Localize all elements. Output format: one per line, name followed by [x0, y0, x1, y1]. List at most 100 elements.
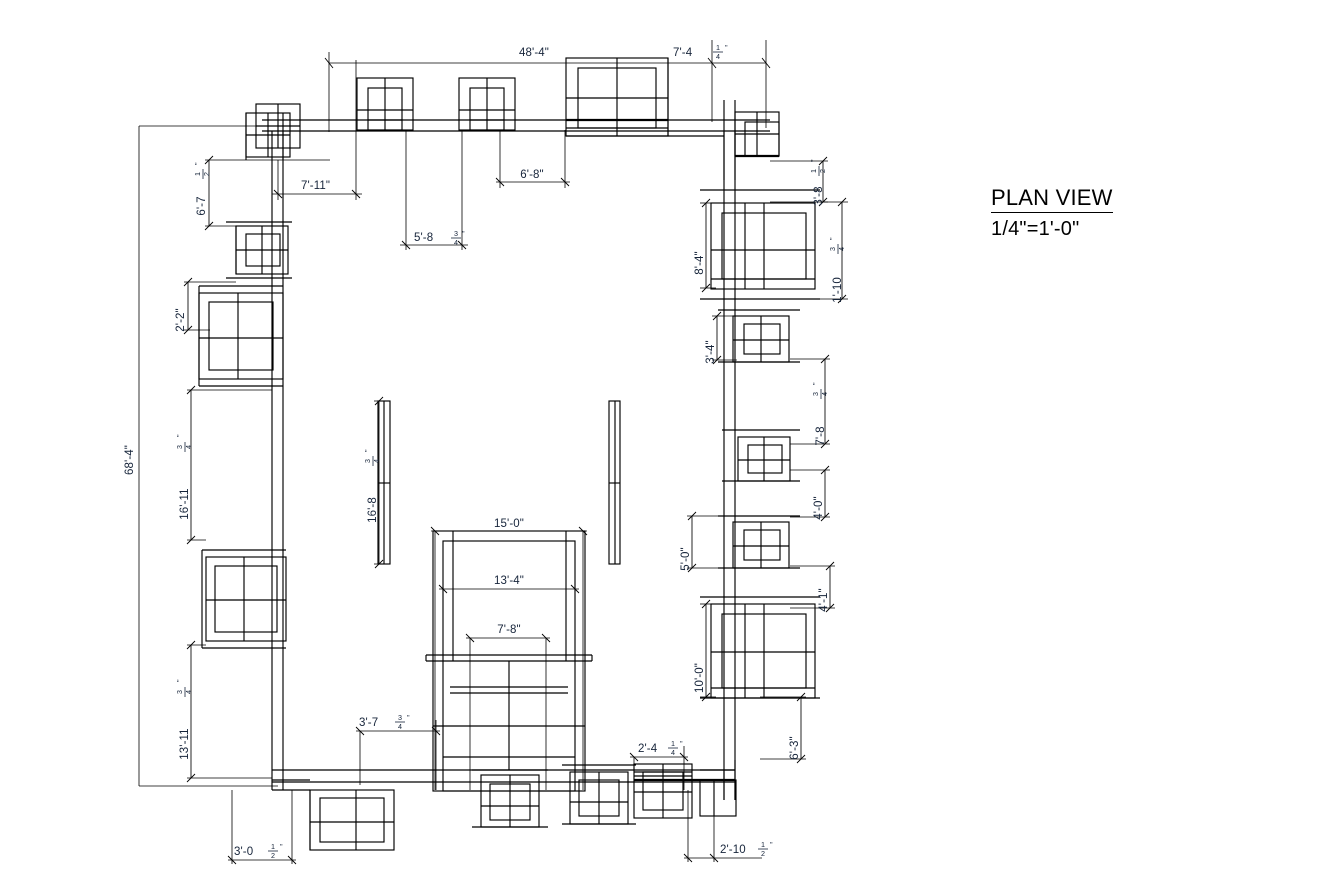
dim-frac-den-int-16-8: 4	[372, 459, 381, 463]
dim-left-2-2: 2'-2"	[175, 277, 236, 335]
right-wall	[723, 131, 736, 800]
dim-frac-num-right-1-10: 3	[828, 247, 837, 251]
plan-view-title: PLAN VIEW	[991, 185, 1113, 213]
bottom-bay-2	[562, 764, 636, 825]
dim-label-bot-2-4: 2'-4	[638, 743, 658, 755]
dim-label-right-4-0: 4'-0"	[813, 496, 825, 519]
dim-frac-den-left-16-11: 4	[184, 445, 193, 449]
dim-frac-num-right-7-8: 3	[811, 392, 820, 396]
interior-wall-right	[608, 400, 621, 565]
dim-label-bot-2-10: 2'-10	[720, 844, 746, 856]
right-bay-window-1	[700, 189, 820, 300]
corner-bottom-right	[699, 760, 737, 817]
dim-inch-mark-int-5-8: "	[462, 229, 465, 238]
dim-inch-mark-left-6-7: "	[193, 162, 202, 165]
dim-frac-num-int-16-8: 3	[363, 459, 372, 463]
dim-label-right-10-0: 10'-0"	[694, 663, 706, 693]
top-window-bay-2	[458, 77, 516, 131]
interior-porch-structure	[425, 530, 593, 792]
dim-right-6-3: 6'-3"	[760, 692, 806, 764]
title-block: PLAN VIEW 1/4"=1'-0"	[991, 185, 1291, 242]
dim-left-6-7: 6'-7 1 2 "	[193, 155, 330, 231]
bottom-bay-1	[472, 769, 548, 828]
dim-frac-den-bot-2-4: 4	[671, 748, 675, 757]
dim-label-right-6-3: 6'-3"	[789, 736, 801, 759]
dim-frac-num-top-7-4: 1	[716, 43, 720, 52]
dim-frac-num-bot-2-4: 1	[671, 739, 675, 748]
dim-label-int-7-8: 7'-8"	[497, 624, 520, 636]
dim-inch-mark-right-3-8: "	[809, 159, 818, 162]
dim-frac-den-left-13-11: 4	[184, 690, 193, 694]
dim-int-6-8: 6'-8"	[495, 130, 570, 188]
interior-notch-top-right	[667, 58, 724, 137]
left-bay-window-3	[201, 549, 287, 649]
dim-frac-num-bot-2-10: 1	[761, 840, 765, 849]
dim-label-right-5-0: 5'-0"	[680, 547, 692, 570]
dim-frac-den-right-3-8: 2	[818, 169, 827, 173]
dim-top-48-4: 48'-4"	[324, 40, 717, 132]
dim-frac-den-right-7-8: 4	[820, 392, 829, 396]
dim-inch-mark-top-7-4: "	[725, 43, 728, 52]
dim-label-bot-3-7: 3'-7	[359, 717, 378, 729]
dim-inch-mark-bot-2-10: "	[770, 840, 773, 849]
dim-label-int-15-0: 15'-0"	[494, 518, 524, 530]
dim-label-left-2-2: 2'-2"	[175, 308, 187, 331]
dim-label-left-overall: 68'-4"	[124, 445, 136, 475]
bottom-bay-3	[633, 763, 693, 819]
dim-label-right-7-8: 7'-8	[815, 426, 827, 445]
right-bay-window-3	[722, 429, 800, 482]
building-outline	[198, 57, 820, 851]
dim-inch-mark-left-16-11: "	[175, 434, 184, 437]
dim-bot-2-4: 2'-4 1 4 "	[629, 739, 689, 790]
dim-label-left-13-11: 13'-11	[179, 728, 191, 759]
plan-view-scale: 1/4"=1'-0"	[991, 218, 1080, 240]
dim-label-right-8-4: 8'-4"	[694, 251, 706, 274]
dim-right-3-4: 3'-4"	[705, 311, 737, 365]
dim-frac-num-left-13-11: 3	[175, 690, 184, 694]
dim-label-left-6-7: 6'-7	[196, 196, 208, 215]
left-bay-window-2	[198, 285, 284, 387]
dim-inch-mark-bot-2-4: "	[680, 739, 683, 748]
dim-frac-num-bot-3-7: 3	[398, 713, 402, 722]
corner-bottom-left	[272, 779, 395, 851]
dim-frac-den-left-6-7: 2	[202, 172, 211, 176]
dim-frac-den-right-1-10: 4	[837, 247, 846, 251]
dim-inch-mark-int-16-8: "	[363, 449, 372, 452]
dim-int-15-0: 15'-0"	[430, 518, 588, 790]
dim-frac-num-right-3-8: 1	[809, 169, 818, 173]
dim-right-8-4: 8'-4"	[694, 198, 716, 293]
dim-inch-mark-bot-3-7: "	[407, 713, 410, 722]
dim-bot-3-7: 3'-7 3 4 "	[355, 713, 441, 790]
dim-frac-den-bot-3-0: 2	[271, 851, 275, 860]
dim-frac-num-left-6-7: 1	[193, 172, 202, 176]
dim-left-13-11: 13'-11 3 4 "	[175, 640, 272, 783]
dim-label-int-7-11: 7'-11"	[301, 180, 330, 192]
dim-right-5-0: 5'-0"	[680, 511, 737, 573]
dim-frac-den-top-7-4: 4	[716, 52, 720, 61]
dim-left-68-4: 68'-4"	[124, 125, 278, 787]
dim-right-1-10: 1'-10 3 4 "	[820, 197, 848, 304]
corner-pier-top-right	[723, 100, 780, 180]
dim-top-7-4: 7'-4 1 4 "	[673, 40, 771, 128]
dim-label-left-16-11: 16'-11	[179, 488, 191, 519]
dim-bot-2-10: 2'-10 1 2 "	[683, 790, 773, 863]
right-bay-window-4	[718, 515, 800, 569]
dim-inch-mark-bot-3-0: "	[280, 842, 283, 851]
dim-frac-den-bot-2-10: 2	[761, 849, 765, 858]
dim-bot-3-0: 3'-0 1 2 "	[227, 790, 297, 865]
dim-frac-num-int-5-8: 3	[454, 229, 458, 238]
dim-int-7-8: 7'-8"	[465, 624, 551, 790]
dim-frac-den-int-5-8: 4	[454, 238, 458, 247]
dim-int-16-8: 16'-8 3 4 "	[363, 396, 384, 569]
dim-label-int-16-8: 16'-8	[367, 497, 379, 523]
dim-frac-den-bot-3-7: 4	[398, 722, 402, 731]
top-large-bay	[565, 57, 669, 137]
dim-label-right-3-8: 3'-8	[813, 186, 825, 205]
dim-inch-mark-right-7-8: "	[811, 382, 820, 385]
dim-right-10-0: 10'-0"	[694, 599, 716, 702]
right-bay-window-2	[718, 309, 800, 363]
dim-left-16-11: 16'-11 3 4 "	[175, 385, 272, 545]
dim-right-4-0: 4'-0"	[790, 465, 830, 522]
dim-label-int-6-8: 6'-8"	[520, 169, 543, 181]
